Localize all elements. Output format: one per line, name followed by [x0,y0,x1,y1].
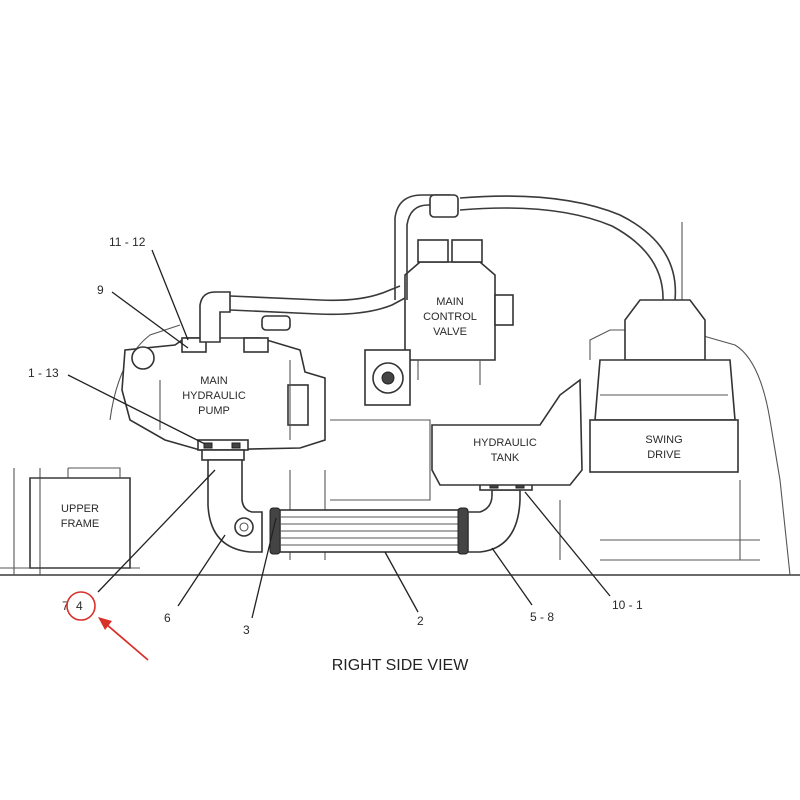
highlight-arrow-icon [105,623,149,661]
valve-label-3: VALVE [433,326,467,338]
callout-7: 7 [62,599,69,613]
pump-to-valve-line [199,285,406,343]
callout-5-8: 5 - 8 [530,610,554,624]
main-hydraulic-pump: MAIN HYDRAULIC PUMP [121,337,326,451]
callout-2: 2 [417,614,424,628]
valve-label-1: MAIN [436,296,464,308]
upper-frame-label-1: UPPER [61,503,99,515]
tank-label-1: HYDRAULIC [473,437,537,449]
pump-label-1: MAIN [200,375,228,387]
callout-3: 3 [243,623,250,637]
swing-label-1: SWING [645,434,682,446]
pump-flange [197,439,249,461]
callout-10-1: 10 - 1 [612,598,643,612]
highlight-circle [66,591,96,621]
callout-6: 6 [164,611,171,625]
highlight-arrowhead-icon [98,617,112,630]
upper-hose [394,194,683,340]
upper-frame-label-2: FRAME [61,518,100,530]
main-control-valve: MAIN CONTROL VALVE [404,239,514,385]
callout-1-13: 1 - 13 [28,366,59,380]
suction-tube [279,509,461,553]
hydraulic-tank: HYDRAULIC TANK [431,378,583,486]
tank-elbow [457,489,521,555]
pump-label-2: HYDRAULIC [182,390,246,402]
leader-lines [67,249,611,619]
callout-9: 9 [97,283,104,297]
valve-label-2: CONTROL [423,311,477,323]
upper-frame: UPPER FRAME [29,467,131,569]
swing-label-2: DRIVE [647,449,681,461]
valve-base [364,349,411,406]
callout-4: 4 [76,599,83,613]
swing-drive: SWING DRIVE [589,299,739,473]
callout-11-12: 11 - 12 [109,235,146,249]
tank-label-2: TANK [491,452,520,464]
highlight-annotation [66,591,149,661]
pump-label-3: PUMP [198,405,230,417]
hose-clamp-left [269,507,281,555]
suction-elbow [207,459,263,553]
view-title: RIGHT SIDE VIEW [332,657,470,674]
callouts: 11 - 12 9 1 - 13 7 4 6 3 2 5 - 8 10 - 1 [28,235,643,637]
